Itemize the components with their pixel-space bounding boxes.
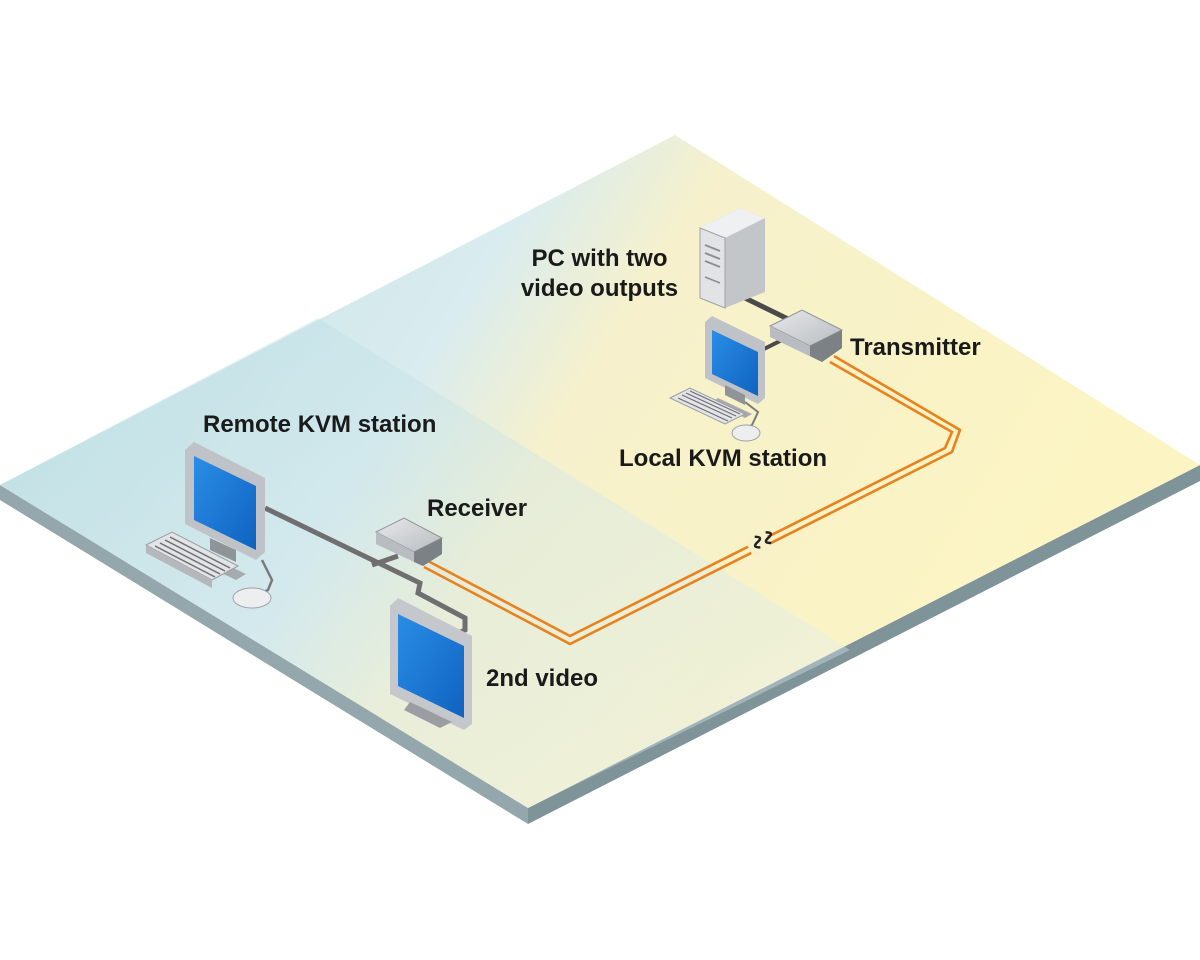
second-video-label: 2nd video (486, 665, 599, 692)
remote-station-label: Remote KVM station (203, 411, 437, 438)
local-keyboard-icon (668, 387, 747, 425)
pc-tower-icon (699, 208, 765, 309)
floor (0, 135, 1200, 824)
second-monitor-icon (390, 598, 472, 730)
pc-transmitter-cable (743, 295, 792, 323)
remote-keyboard-icon (144, 531, 240, 588)
pc-label-line2: video outputs (520, 275, 679, 302)
pc-label: PC with two video outputs (492, 244, 707, 304)
receiver-box-icon (374, 517, 444, 566)
cables (254, 295, 962, 646)
receiver-label: Receiver (427, 495, 528, 522)
remote-monitor-icon (185, 442, 265, 580)
cable-break-icon (744, 530, 774, 558)
fiber-cable-b (423, 354, 962, 646)
transmitter-label: Transmitter (850, 334, 981, 361)
fiber-cable-a (427, 360, 954, 638)
remote-mouse-icon (232, 587, 272, 609)
receiver-link-cable (371, 553, 399, 568)
local-monitor-icon (705, 316, 765, 418)
floor-edge-left (0, 485, 528, 824)
transmitter-box-icon (768, 309, 844, 362)
local-station-label: Local KVM station (619, 445, 828, 472)
local-mouse-icon (731, 424, 761, 442)
floor-edge-right (528, 465, 1200, 824)
pc-label-line1: PC with two (531, 245, 668, 272)
